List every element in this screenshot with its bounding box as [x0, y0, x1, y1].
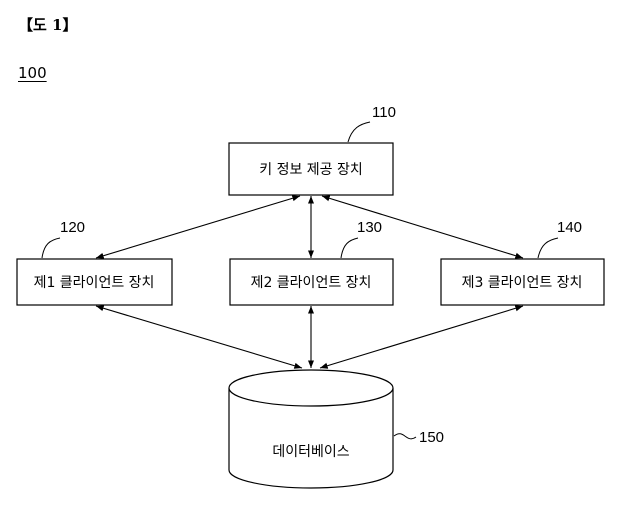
client2-label: 제2 클라이언트 장치 — [251, 275, 372, 291]
database-label: 데이터베이스 — [272, 444, 349, 460]
key-server-leader-line — [347, 121, 371, 143]
client1-ref: 120 — [60, 219, 85, 236]
key-server-box — [228, 142, 394, 196]
client2-leader-line — [340, 237, 359, 259]
database-leader-line — [393, 433, 417, 440]
database-cylinder — [228, 369, 394, 489]
edge-client3-db — [319, 305, 524, 369]
figure-label: 【도 1】 — [18, 16, 78, 34]
client2-ref: 130 — [357, 219, 382, 236]
key-server-label: 키 정보 제공 장치 — [259, 162, 363, 178]
client3-ref: 140 — [557, 219, 582, 236]
client3-label: 제3 클라이언트 장치 — [462, 275, 583, 291]
database-ref: 150 — [419, 429, 444, 446]
edge-key-client1 — [95, 195, 301, 259]
key-server-ref: 110 — [372, 104, 396, 121]
client3-leader-line — [537, 237, 559, 259]
edge-client1-db — [95, 305, 303, 369]
client1-leader-line — [41, 237, 61, 259]
edge-key-client3 — [321, 195, 524, 259]
client2-box — [229, 258, 394, 306]
client1-label: 제1 클라이언트 장치 — [34, 275, 155, 291]
client3-box — [440, 258, 605, 306]
system-reference-number: 100 — [18, 64, 47, 82]
client1-box — [16, 258, 173, 306]
